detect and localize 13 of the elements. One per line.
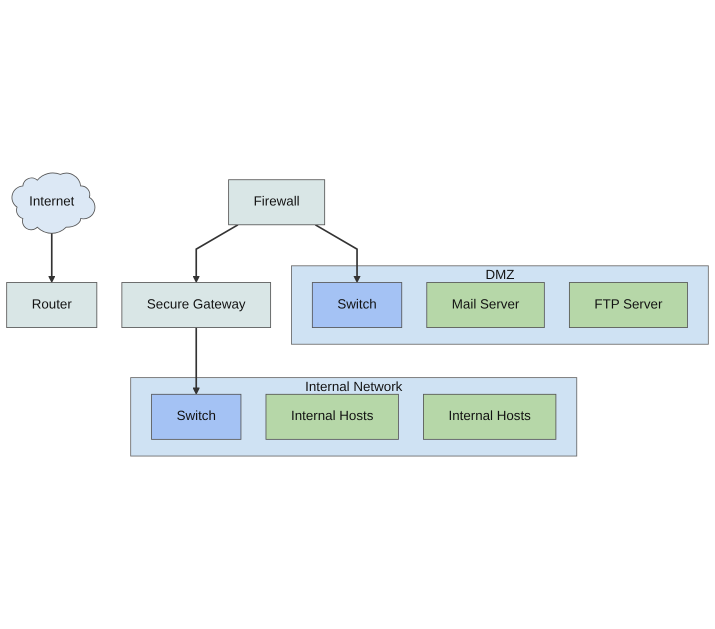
arrow [314,224,361,283]
node-box: Internal Hosts [266,394,399,440]
node-box: Firewall [228,179,326,226]
node-box: FTP Server [568,282,688,328]
arrow [192,328,200,395]
arrow [192,224,238,283]
node-box: Switch [312,282,402,328]
arrow [48,232,56,283]
node-box: Switch [151,394,242,440]
node-box: Router [6,282,98,328]
node-box: Internal Hosts [423,394,556,440]
node-box: Secure Gateway [121,282,272,328]
node-box: Mail Server [426,282,545,328]
